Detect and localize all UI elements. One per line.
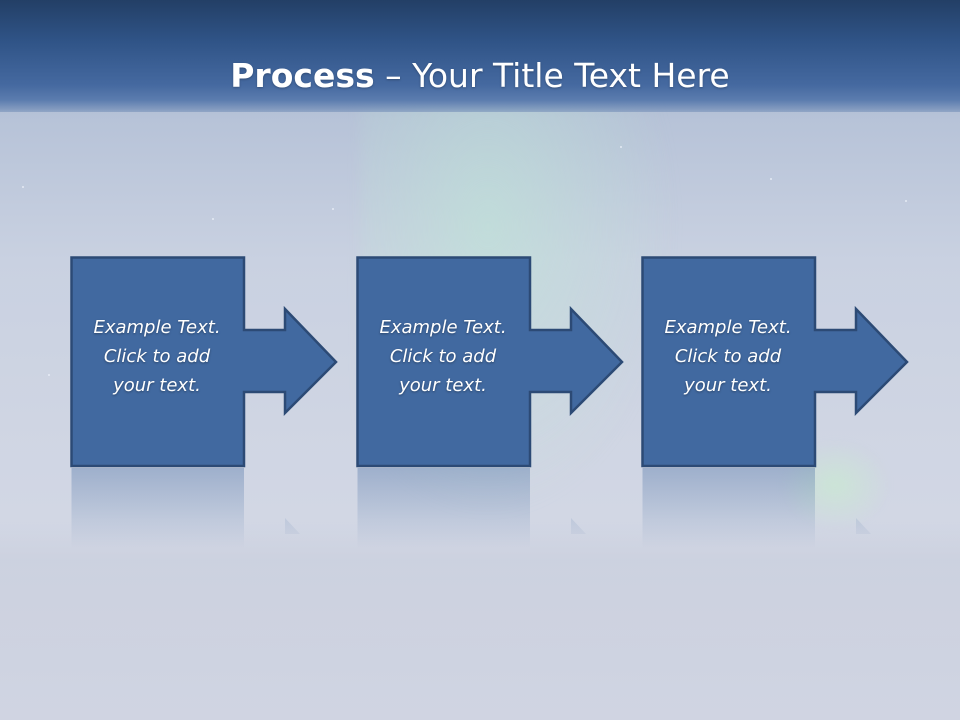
title-bold: Process bbox=[230, 56, 375, 95]
step-1-reflection bbox=[70, 468, 340, 548]
step-2-text: Example Text. Click to add your text. bbox=[379, 316, 507, 396]
star bbox=[620, 146, 622, 148]
step-3-arrow-shape bbox=[641, 256, 909, 468]
slide-title[interactable]: Process – Your Title Text Here bbox=[0, 56, 960, 96]
title-rest: – Your Title Text Here bbox=[374, 56, 730, 95]
step-2-reflection bbox=[356, 468, 626, 548]
step-3-text: Example Text. Click to add your text. bbox=[664, 316, 792, 396]
star bbox=[905, 200, 907, 202]
star bbox=[48, 374, 50, 376]
process-step-2[interactable]: Example Text. Click to add your text. bbox=[356, 256, 626, 468]
step-3-reflection bbox=[641, 468, 911, 548]
step-1-text: Example Text. Click to add your text. bbox=[93, 316, 221, 396]
star bbox=[770, 178, 772, 180]
process-step-1[interactable]: Example Text. Click to add your text. bbox=[70, 256, 340, 468]
ground-haze bbox=[0, 520, 960, 720]
star bbox=[332, 208, 334, 210]
process-step-3[interactable]: Example Text. Click to add your text. bbox=[641, 256, 911, 468]
star bbox=[212, 218, 214, 220]
star bbox=[22, 186, 24, 188]
step-2-arrow-shape bbox=[356, 256, 624, 468]
step-1-arrow-shape bbox=[70, 256, 338, 468]
title-bar bbox=[0, 0, 960, 112]
